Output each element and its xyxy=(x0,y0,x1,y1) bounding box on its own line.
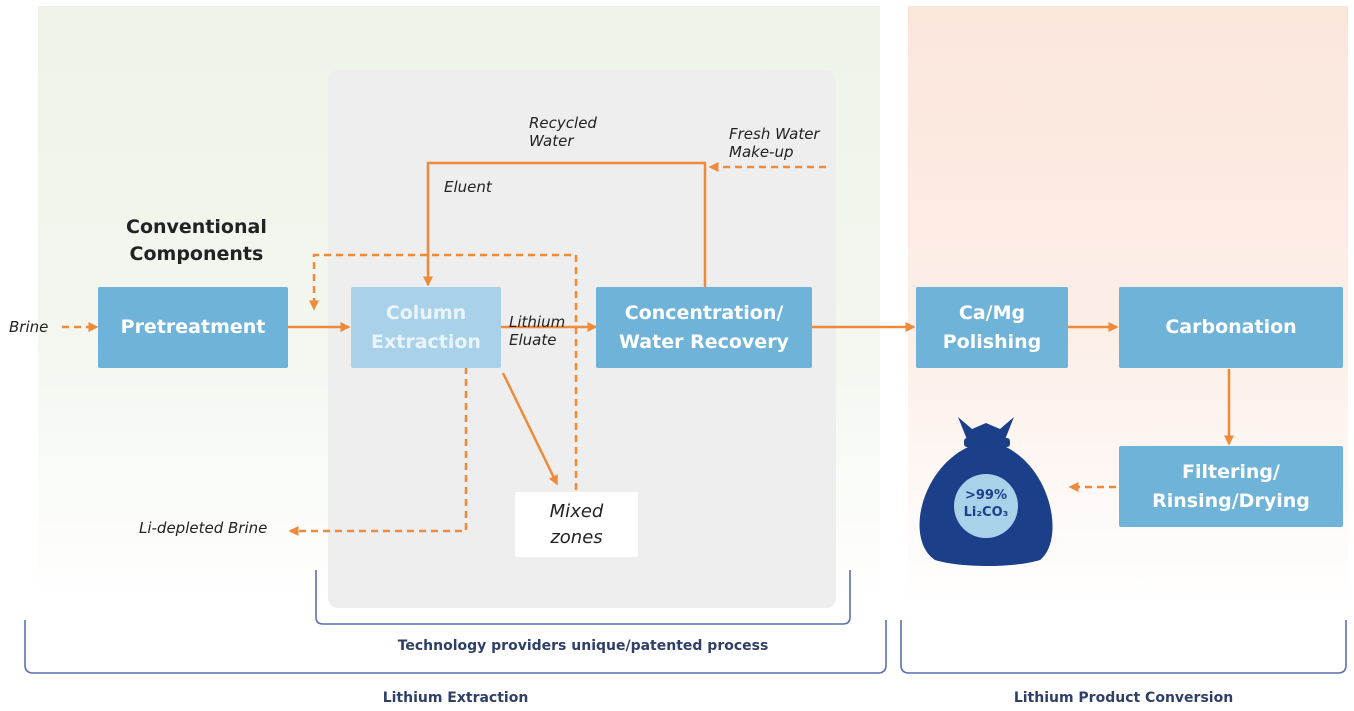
filtering-box: Filtering/ Rinsing/Drying xyxy=(1119,446,1343,527)
lithium-product-conversion-label: Lithium Product Conversion xyxy=(1013,690,1234,706)
pretreatment-label: Pretreatment xyxy=(120,316,266,338)
eluent-label: Eluent xyxy=(444,178,492,196)
polishing-label-2: Polishing xyxy=(942,330,1042,353)
pretreatment-box: Pretreatment xyxy=(98,287,288,368)
li-depleted-brine-label: Li-depleted Brine xyxy=(139,519,268,537)
carbonation-box: Carbonation xyxy=(1119,287,1343,368)
mixed-zones-box: Mixed zones xyxy=(515,492,638,557)
product-purity-label: >99% Li₂CO₃ xyxy=(963,488,1009,520)
extraction-bracket xyxy=(24,620,887,674)
conventional-components-label: Conventional Components xyxy=(126,216,267,265)
concentration-label-2: Water Recovery xyxy=(619,330,789,353)
polishing-label-1: Ca/Mg xyxy=(958,301,1026,324)
column-extraction-box: Column Extraction xyxy=(351,287,501,368)
column-extraction-label-2: Extraction xyxy=(371,330,481,353)
lithium-eluate-label: Lithium Eluate xyxy=(509,313,566,349)
mixed-zones-recycle-line xyxy=(309,253,578,490)
filtering-label-2: Rinsing/Drying xyxy=(1152,489,1310,512)
technology-bracket xyxy=(315,570,851,625)
concentration-box: Concentration/ Water Recovery xyxy=(596,287,812,368)
mixed-zones-label-1: Mixed xyxy=(549,500,604,522)
concentration-label-1: Concentration/ xyxy=(624,301,784,324)
lithium-extraction-label: Lithium Extraction xyxy=(382,690,529,706)
fresh-water-label: Fresh Water Make-up xyxy=(729,125,820,161)
column-to-mixed-arrow xyxy=(501,372,559,486)
conversion-bracket xyxy=(900,620,1347,674)
filtering-label-1: Filtering/ xyxy=(1182,460,1280,483)
technology-bracket-label: Technology providers unique/patented pro… xyxy=(397,638,769,654)
product-bag-icon xyxy=(919,417,1053,566)
recycled-water-label: Recycled Water xyxy=(529,114,597,150)
ca-mg-polishing-box: Ca/Mg Polishing xyxy=(916,287,1068,368)
mixed-zones-label-2: zones xyxy=(550,526,603,548)
brine-label: Brine xyxy=(9,318,49,336)
recycled-water-line xyxy=(423,161,707,287)
li-depleted-line xyxy=(288,367,468,536)
carbonation-label: Carbonation xyxy=(1165,316,1297,338)
column-extraction-label-1: Column xyxy=(385,301,467,324)
